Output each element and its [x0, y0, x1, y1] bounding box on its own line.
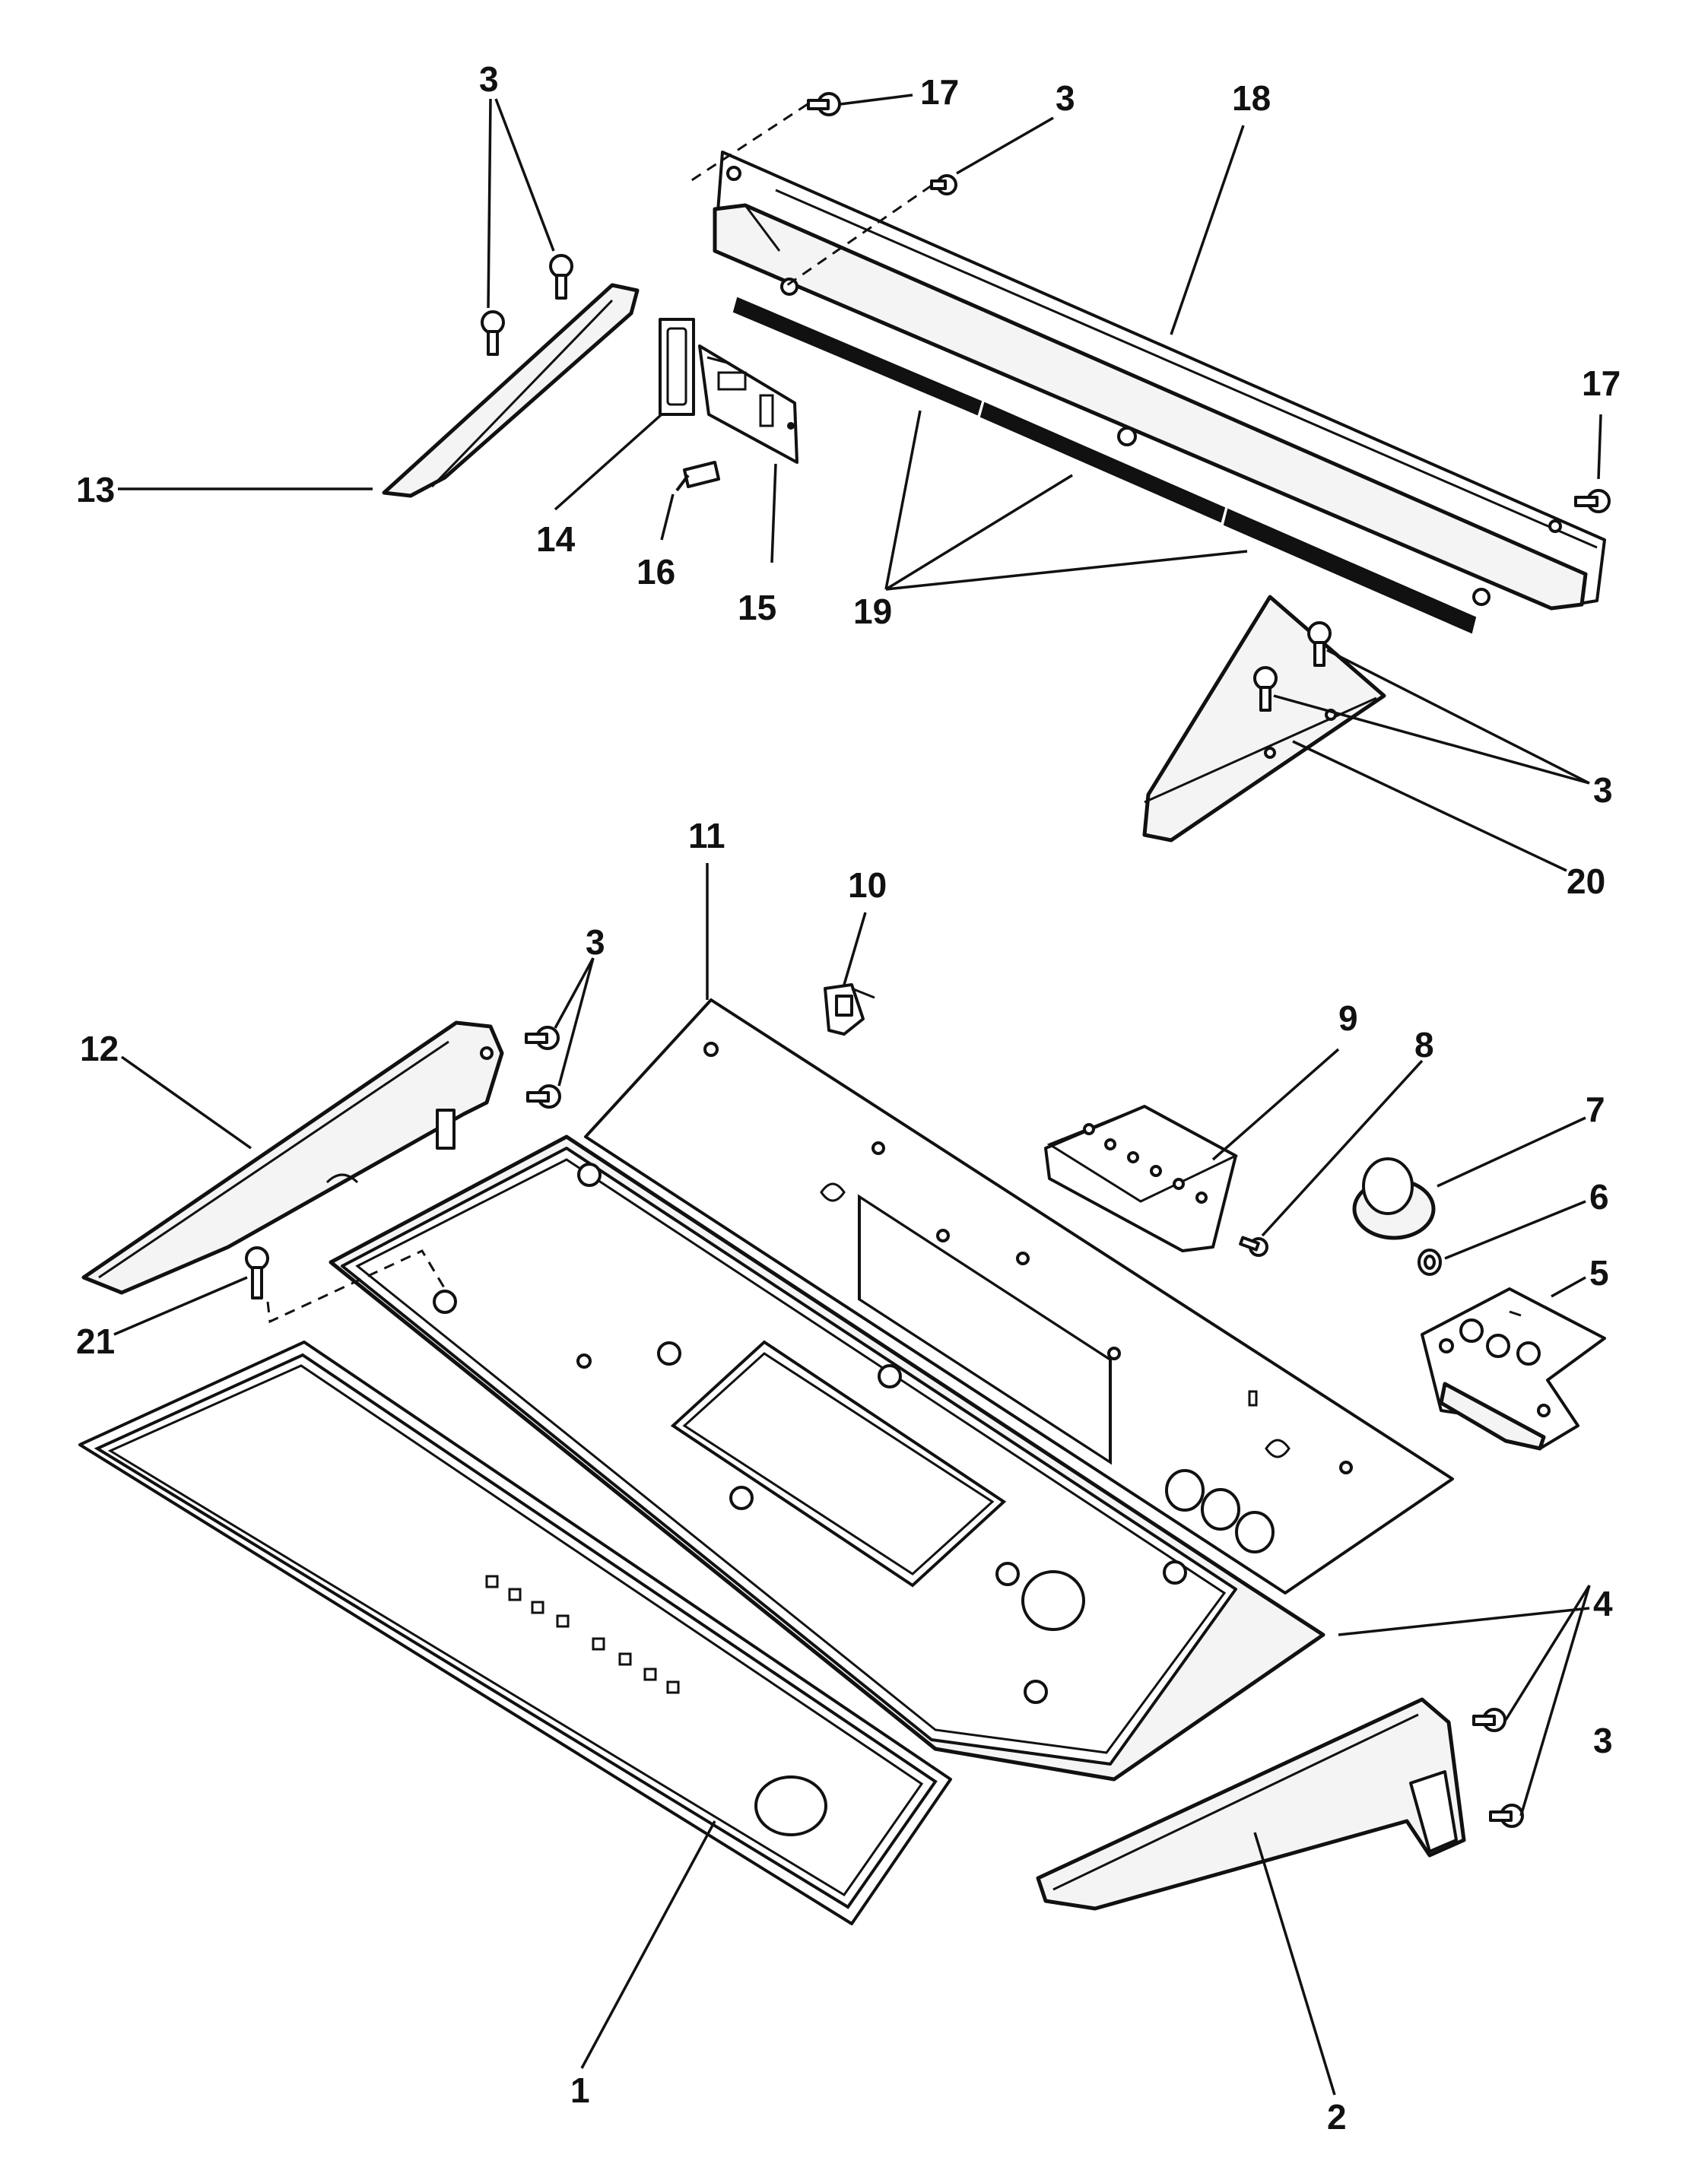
callout-3-top-middle: 3: [1056, 78, 1075, 118]
part-16-clip: [675, 461, 720, 492]
part-2-right-end-cap: [1036, 1697, 1466, 1911]
screw-3-i: [1489, 1804, 1524, 1828]
part-5-timer-switch: [1421, 1287, 1606, 1451]
screw-group-lower: [245, 1026, 1524, 1828]
callout-6: 6: [1589, 1177, 1609, 1217]
part-7-knob: [1352, 1157, 1436, 1240]
screw-3-a: [549, 254, 573, 300]
screw-group-upper: [481, 92, 1611, 712]
part-14-switch-bezel: [659, 318, 695, 416]
callout-12: 12: [80, 1029, 119, 1068]
part-1-console-panel: [78, 1341, 952, 1925]
callout-13: 13: [76, 470, 115, 509]
screw-3-b: [481, 310, 505, 356]
part-8-screw: [1239, 1236, 1268, 1257]
callout-8: 8: [1414, 1025, 1434, 1065]
part-18-rear-bracket: [713, 151, 1606, 611]
screw-21: [245, 1246, 269, 1299]
callout-3-left-lower: 3: [586, 922, 605, 962]
callout-7: 7: [1586, 1090, 1605, 1129]
callout-9: 9: [1338, 998, 1358, 1038]
button-row: [485, 1575, 680, 1694]
part-10-connector: [824, 983, 875, 1036]
leader-lines: [113, 94, 1602, 2096]
screw-17-b: [1574, 489, 1611, 513]
callout-17-top: 17: [920, 72, 959, 112]
callout-1: 1: [570, 2071, 590, 2110]
callout-3-right-lower: 3: [1593, 1721, 1613, 1760]
callout-3-right-upper: 3: [1593, 770, 1613, 810]
callout-19: 19: [853, 592, 892, 631]
part-19-gasket-strips: [732, 297, 1477, 634]
callout-17-right: 17: [1582, 363, 1621, 403]
part-4-panel-frame: [329, 1134, 1325, 1782]
callout-15: 15: [738, 588, 776, 627]
screw-3-e: [1253, 666, 1278, 712]
alignment-lines-upper: [687, 103, 932, 287]
screw-3-f: [525, 1026, 560, 1050]
callout-14: 14: [536, 519, 576, 559]
part-15-circuit-board: [698, 344, 798, 464]
callout-20: 20: [1567, 862, 1605, 901]
part-12-left-end-cap: [81, 1020, 504, 1295]
screw-3-h: [1472, 1708, 1506, 1732]
part-13-left-end-cap: [382, 283, 640, 498]
callout-10: 10: [848, 865, 887, 905]
part-9-switch-block: [1044, 1105, 1239, 1252]
callout-4: 4: [1593, 1584, 1613, 1623]
alignment-line-21: [266, 1249, 446, 1324]
part-20-right-end-cap: [1142, 595, 1386, 842]
part-6-washer: [1418, 1249, 1442, 1276]
callout-5: 5: [1589, 1253, 1609, 1293]
callout-3-top-left: 3: [479, 59, 499, 99]
callout-21: 21: [76, 1322, 115, 1361]
screw-3-g: [526, 1084, 561, 1109]
screw-3-d: [1307, 621, 1332, 667]
screw-3-c: [930, 174, 957, 195]
callout-18: 18: [1232, 78, 1271, 118]
part-11-rear-plate: [584, 998, 1454, 1595]
callout-2: 2: [1327, 2097, 1347, 2137]
callout-labels: 3 17 3 18 17 13 14 16 15 19 3 20 11 10 3…: [76, 59, 1621, 2137]
callout-11: 11: [688, 816, 725, 855]
screw-17-a: [807, 92, 841, 116]
callout-16: 16: [637, 552, 675, 592]
